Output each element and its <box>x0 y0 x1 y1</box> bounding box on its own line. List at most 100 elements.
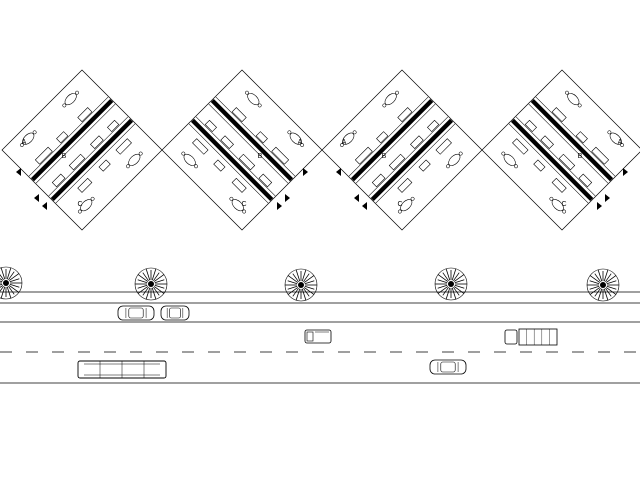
furniture <box>34 146 53 165</box>
tree-branch <box>153 272 160 282</box>
furniture <box>213 159 226 172</box>
furniture <box>551 107 567 123</box>
tree-branch <box>0 285 4 288</box>
tree-branch <box>605 287 617 295</box>
tree-branch <box>454 279 465 284</box>
entry-markers <box>16 168 47 210</box>
dining-table <box>567 93 580 106</box>
unit-interior <box>340 90 463 214</box>
furniture <box>388 153 406 171</box>
furniture <box>354 146 373 165</box>
furniture <box>90 135 104 150</box>
chair <box>300 143 304 147</box>
zone-label-c: C <box>561 201 566 208</box>
furniture <box>77 107 93 123</box>
tree-branch <box>453 286 465 294</box>
unit-outline <box>481 69 640 231</box>
unit-4: ABC <box>481 69 640 231</box>
zone-label-a: A <box>342 139 347 146</box>
tree-branch <box>594 287 601 297</box>
zone-labels: ABC <box>22 139 83 208</box>
chair <box>398 209 402 214</box>
tree-trunk <box>600 282 606 288</box>
chair <box>446 164 450 169</box>
entry-arrow <box>277 202 282 210</box>
unit-interior <box>20 90 143 214</box>
tree-branch <box>445 268 451 281</box>
dining-table <box>247 93 260 106</box>
entry-markers <box>336 168 367 210</box>
tree-branch <box>0 278 4 281</box>
chair <box>382 103 387 108</box>
furniture <box>271 146 290 165</box>
tree-branch <box>153 286 160 296</box>
truck-1 <box>504 328 558 346</box>
chair <box>138 151 143 156</box>
tree-branch <box>454 284 465 289</box>
entry-arrow <box>16 168 21 176</box>
furniture <box>68 153 86 171</box>
tree-branch <box>0 267 6 280</box>
tree-branch <box>8 273 20 281</box>
furniture <box>77 177 93 193</box>
tree-branch <box>137 284 148 289</box>
tree-branch <box>142 272 149 282</box>
furniture <box>397 177 413 193</box>
tree-branch <box>304 280 315 285</box>
dining-table <box>231 199 244 212</box>
entry-arrow <box>303 168 308 176</box>
tree-branch <box>437 284 448 289</box>
tree-branch <box>153 286 165 294</box>
chair <box>62 103 67 108</box>
tree-1 <box>0 266 23 300</box>
dining-table <box>400 199 413 212</box>
wall-offset-line <box>355 103 436 184</box>
furniture <box>591 146 610 165</box>
tree-branch <box>303 273 310 283</box>
entry-arrow <box>42 202 47 210</box>
tree-branch <box>437 286 449 294</box>
tree-branch <box>303 287 310 297</box>
tree-branch <box>301 269 307 282</box>
chair <box>257 103 262 108</box>
chair <box>562 209 566 214</box>
chair <box>340 143 344 147</box>
chair <box>242 209 246 214</box>
chair <box>620 143 624 147</box>
tree-branch <box>589 287 601 295</box>
zone-label-c: C <box>397 201 402 208</box>
wall-band <box>530 98 614 182</box>
dining-table <box>80 199 93 212</box>
truck-cab <box>504 329 518 345</box>
tree-branch <box>606 285 617 290</box>
wall-offset-line <box>208 103 289 184</box>
wall-offset-line <box>535 96 616 177</box>
tree-trunk <box>298 282 304 288</box>
wall-offset-line <box>348 96 429 177</box>
car-body <box>160 305 190 321</box>
car-roof <box>440 361 456 373</box>
wall-offset-line <box>528 103 609 184</box>
road <box>0 291 640 384</box>
tree-branch <box>8 285 15 295</box>
unit-2: ABC <box>161 69 323 231</box>
wall-offset-line <box>195 116 276 197</box>
entry-markers <box>597 168 628 210</box>
wall-offset-line <box>28 96 109 177</box>
tree-branch <box>445 287 451 300</box>
furniture <box>255 131 268 144</box>
entry-arrow <box>354 194 359 202</box>
street-trees <box>0 266 620 302</box>
zone-labels: ABC <box>561 139 622 208</box>
dining-table <box>22 132 35 145</box>
zone-labels: A B C <box>342 139 403 208</box>
entry-arrow <box>336 168 341 176</box>
tree-branch <box>304 285 315 290</box>
chair <box>549 196 554 201</box>
wall-band <box>190 118 274 202</box>
chair <box>32 130 37 135</box>
zone-label-b: B <box>382 153 387 160</box>
wall-offset-line <box>188 123 269 204</box>
van-body <box>304 329 332 344</box>
